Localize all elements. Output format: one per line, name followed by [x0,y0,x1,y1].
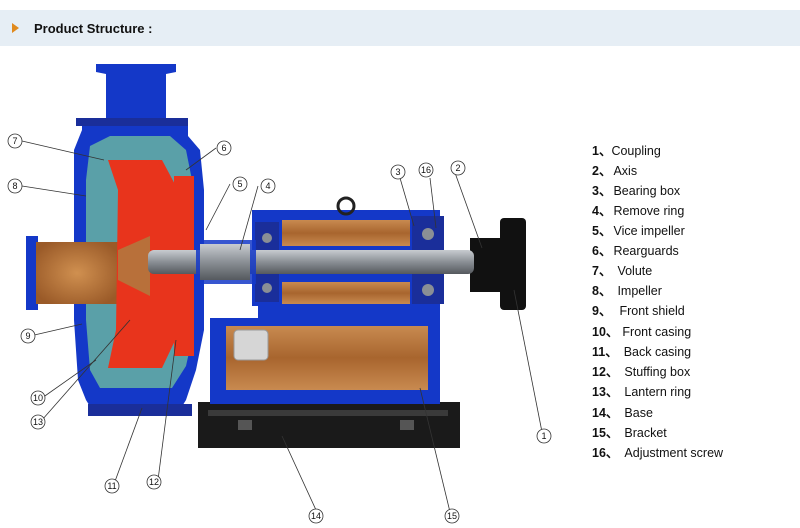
svg-text:4: 4 [265,181,270,191]
leader-lines [21,140,543,513]
callout-12: 12 [146,474,162,490]
callout-1: 1 [536,428,552,444]
svg-text:13: 13 [33,417,43,427]
legend-item-label: Impeller [617,284,662,298]
bullet-arrow-icon [12,23,19,33]
callout-4: 4 [260,178,276,194]
legend-item-number: 2、 [592,164,612,178]
legend-item: 10、Front casing [592,321,691,341]
callout-3: 3 [390,164,406,180]
intake-part [26,236,118,310]
svg-text:1: 1 [541,431,546,441]
svg-text:3: 3 [395,167,400,177]
callout-6: 6 [216,140,232,156]
legend-item-label: Bracket [624,426,667,440]
legend-item: 14、 Base [592,402,653,422]
legend-item: 4、Remove ring [592,200,684,220]
legend-item-label: Front casing [622,325,692,339]
legend-item: 12、 Stuffing box [592,361,690,381]
coupling-part [470,218,526,310]
legend-item-number: 3、 [592,184,612,198]
legend-item: 15、 Bracket [592,422,667,442]
svg-text:9: 9 [25,331,30,341]
callout-10: 10 [30,390,46,406]
svg-text:12: 12 [149,477,159,487]
svg-text:14: 14 [311,511,321,521]
legend-item-number: 7、 [592,264,612,278]
section-header: Product Structure : [0,10,800,46]
svg-text:6: 6 [221,143,226,153]
legend-item-label: Front shield [619,304,685,318]
legend-item-number: 6、 [592,244,612,258]
svg-text:5: 5 [237,179,242,189]
legend-item: 1、Coupling [592,140,661,160]
svg-text:10: 10 [33,393,43,403]
legend-item-label: Coupling [611,144,661,158]
legend-item-number: 16、 [592,446,619,460]
legend-item: 2、Axis [592,160,637,180]
legend-item-number: 15、 [592,426,619,440]
callout-11: 11 [104,478,120,494]
legend-item-label: Bearing box [613,184,681,198]
svg-text:7: 7 [12,136,17,146]
legend-item-number: 14、 [592,406,619,420]
legend-item: 5、Vice impeller [592,220,685,240]
legend-item-number: 9、 [592,304,612,318]
legend-item: 6、Rearguards [592,240,679,260]
section-title: Product Structure : [34,21,153,36]
legend-item-label: Back casing [623,345,692,359]
legend-item-number: 5、 [592,224,612,238]
svg-text:8: 8 [12,181,17,191]
callout-7: 7 [7,133,23,149]
legend-item-label: Vice impeller [613,224,685,238]
svg-text:11: 11 [107,481,116,491]
legend-item: 16、 Adjustment screw [592,442,723,462]
callout-markers: 7 6 8 5 4 3 16 2 9 10 13 11 12 14 15 1 [7,133,552,524]
callout-2: 2 [450,160,466,176]
legend-item-label: Base [624,406,653,420]
callout-8: 8 [7,178,23,194]
legend-item-label: Stuffing box [624,365,691,379]
legend-item-number: 10、 [592,325,619,339]
legend-item: 9、 Front shield [592,300,685,320]
legend-item-label: Lantern ring [624,385,692,399]
legend-item-label: Volute [617,264,653,278]
legend-item-number: 8、 [592,284,612,298]
svg-text:15: 15 [447,511,457,521]
legend-item-label: Rearguards [613,244,679,258]
shaft-part [148,240,474,284]
legend-item: 3、Bearing box [592,180,680,200]
callout-5: 5 [232,176,248,192]
legend-item-number: 12、 [592,365,619,379]
legend-item: 11、 Back casing [592,341,691,361]
svg-text:16: 16 [421,165,431,175]
legend-item-number: 11、 [592,345,618,359]
legend-item-label: Axis [613,164,638,178]
legend-item: 8、 Impeller [592,280,662,300]
bracket-part [210,196,440,404]
legend-item-label: Adjustment screw [624,446,724,460]
callout-15: 15 [444,508,460,524]
callout-14: 14 [308,508,324,524]
base-part [198,402,460,448]
legend-item-label: Remove ring [613,204,685,218]
legend-item: 13、 Lantern ring [592,381,691,401]
callout-16: 16 [418,162,434,178]
legend-item-number: 1、 [592,144,612,158]
callout-13: 13 [30,414,46,430]
legend-item: 7、 Volute [592,260,652,280]
svg-text:2: 2 [455,163,460,173]
callout-9: 9 [20,328,36,344]
legend-item-number: 13、 [592,385,619,399]
legend-item-number: 4、 [592,204,612,218]
